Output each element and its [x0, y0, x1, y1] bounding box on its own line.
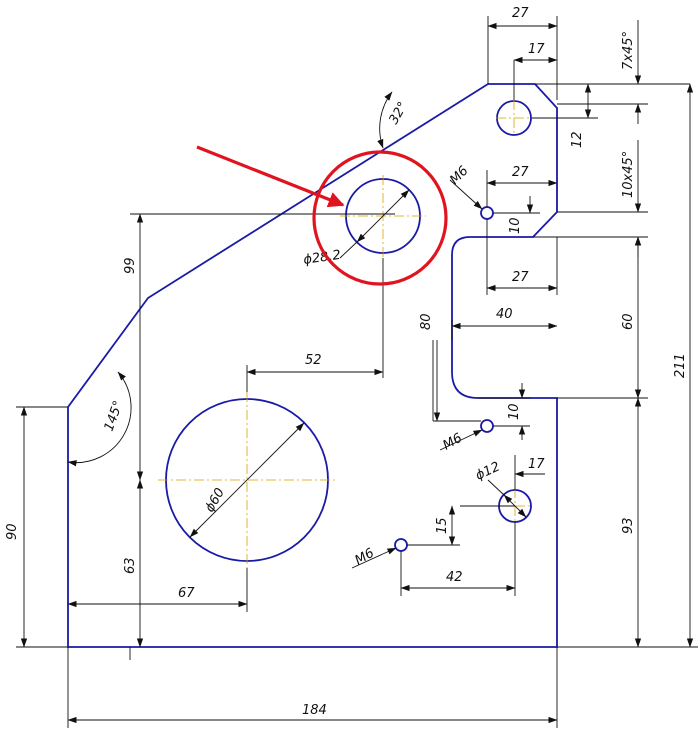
- label-63: 63: [123, 557, 138, 574]
- label-90: 90: [5, 523, 20, 540]
- label-m6-middle: M6: [441, 431, 465, 454]
- highlight-circle: [312, 150, 448, 286]
- label-m6-lower: M6: [353, 546, 377, 569]
- threaded-hole-middle: [480, 419, 494, 433]
- label-27-top: 27: [512, 6, 529, 21]
- label-80: 80: [419, 313, 434, 330]
- arc-32: [377, 91, 393, 149]
- highlight-arrow: [196, 145, 345, 208]
- label-12: 12: [570, 131, 585, 148]
- label-27-lower-notch: 27: [512, 270, 529, 285]
- leader-m6-middle: [439, 429, 483, 451]
- label-60: 60: [621, 313, 636, 330]
- label-67: 67: [178, 586, 195, 601]
- dim-diameter-60: [189, 422, 305, 538]
- label-10-middle: 10: [507, 403, 522, 420]
- part-outline: [67, 83, 558, 648]
- label-17-right: 17: [528, 457, 545, 472]
- label-32: 32°: [386, 100, 411, 127]
- label-184: 184: [302, 703, 327, 718]
- label-15: 15: [435, 517, 450, 534]
- dimension-lines: [20, 20, 694, 724]
- label-10x45: 10x45°: [621, 151, 636, 198]
- label-diameter-12: ϕ12: [473, 459, 502, 483]
- arc-145: [67, 371, 132, 467]
- label-42: 42: [446, 570, 463, 585]
- label-93: 93: [621, 517, 636, 534]
- leader-m6-upper: [449, 179, 483, 210]
- leader-m6-lower: [351, 547, 397, 569]
- label-7x45: 7x45°: [621, 31, 636, 70]
- dimension-labels: 27 17 7x45° 12 32° M6 27 10 10x45° 27 ϕ2…: [5, 6, 688, 718]
- label-40: 40: [496, 307, 513, 322]
- label-10-upper: 10: [508, 217, 523, 234]
- label-99: 99: [123, 257, 138, 274]
- highlight-annotation: [196, 145, 448, 286]
- threaded-hole-lower: [394, 538, 408, 552]
- label-diameter-60: ϕ60: [202, 486, 228, 515]
- label-27-upper-notch: 27: [512, 165, 529, 180]
- dim-diameter-28: [356, 189, 410, 243]
- label-145: 145°: [102, 399, 127, 434]
- threaded-hole-upper: [480, 206, 494, 220]
- label-m6-upper: M6: [447, 163, 471, 187]
- label-52: 52: [305, 353, 322, 368]
- label-211: 211: [673, 353, 688, 378]
- dim-diameter-12: [503, 494, 527, 518]
- label-17-top: 17: [528, 42, 545, 57]
